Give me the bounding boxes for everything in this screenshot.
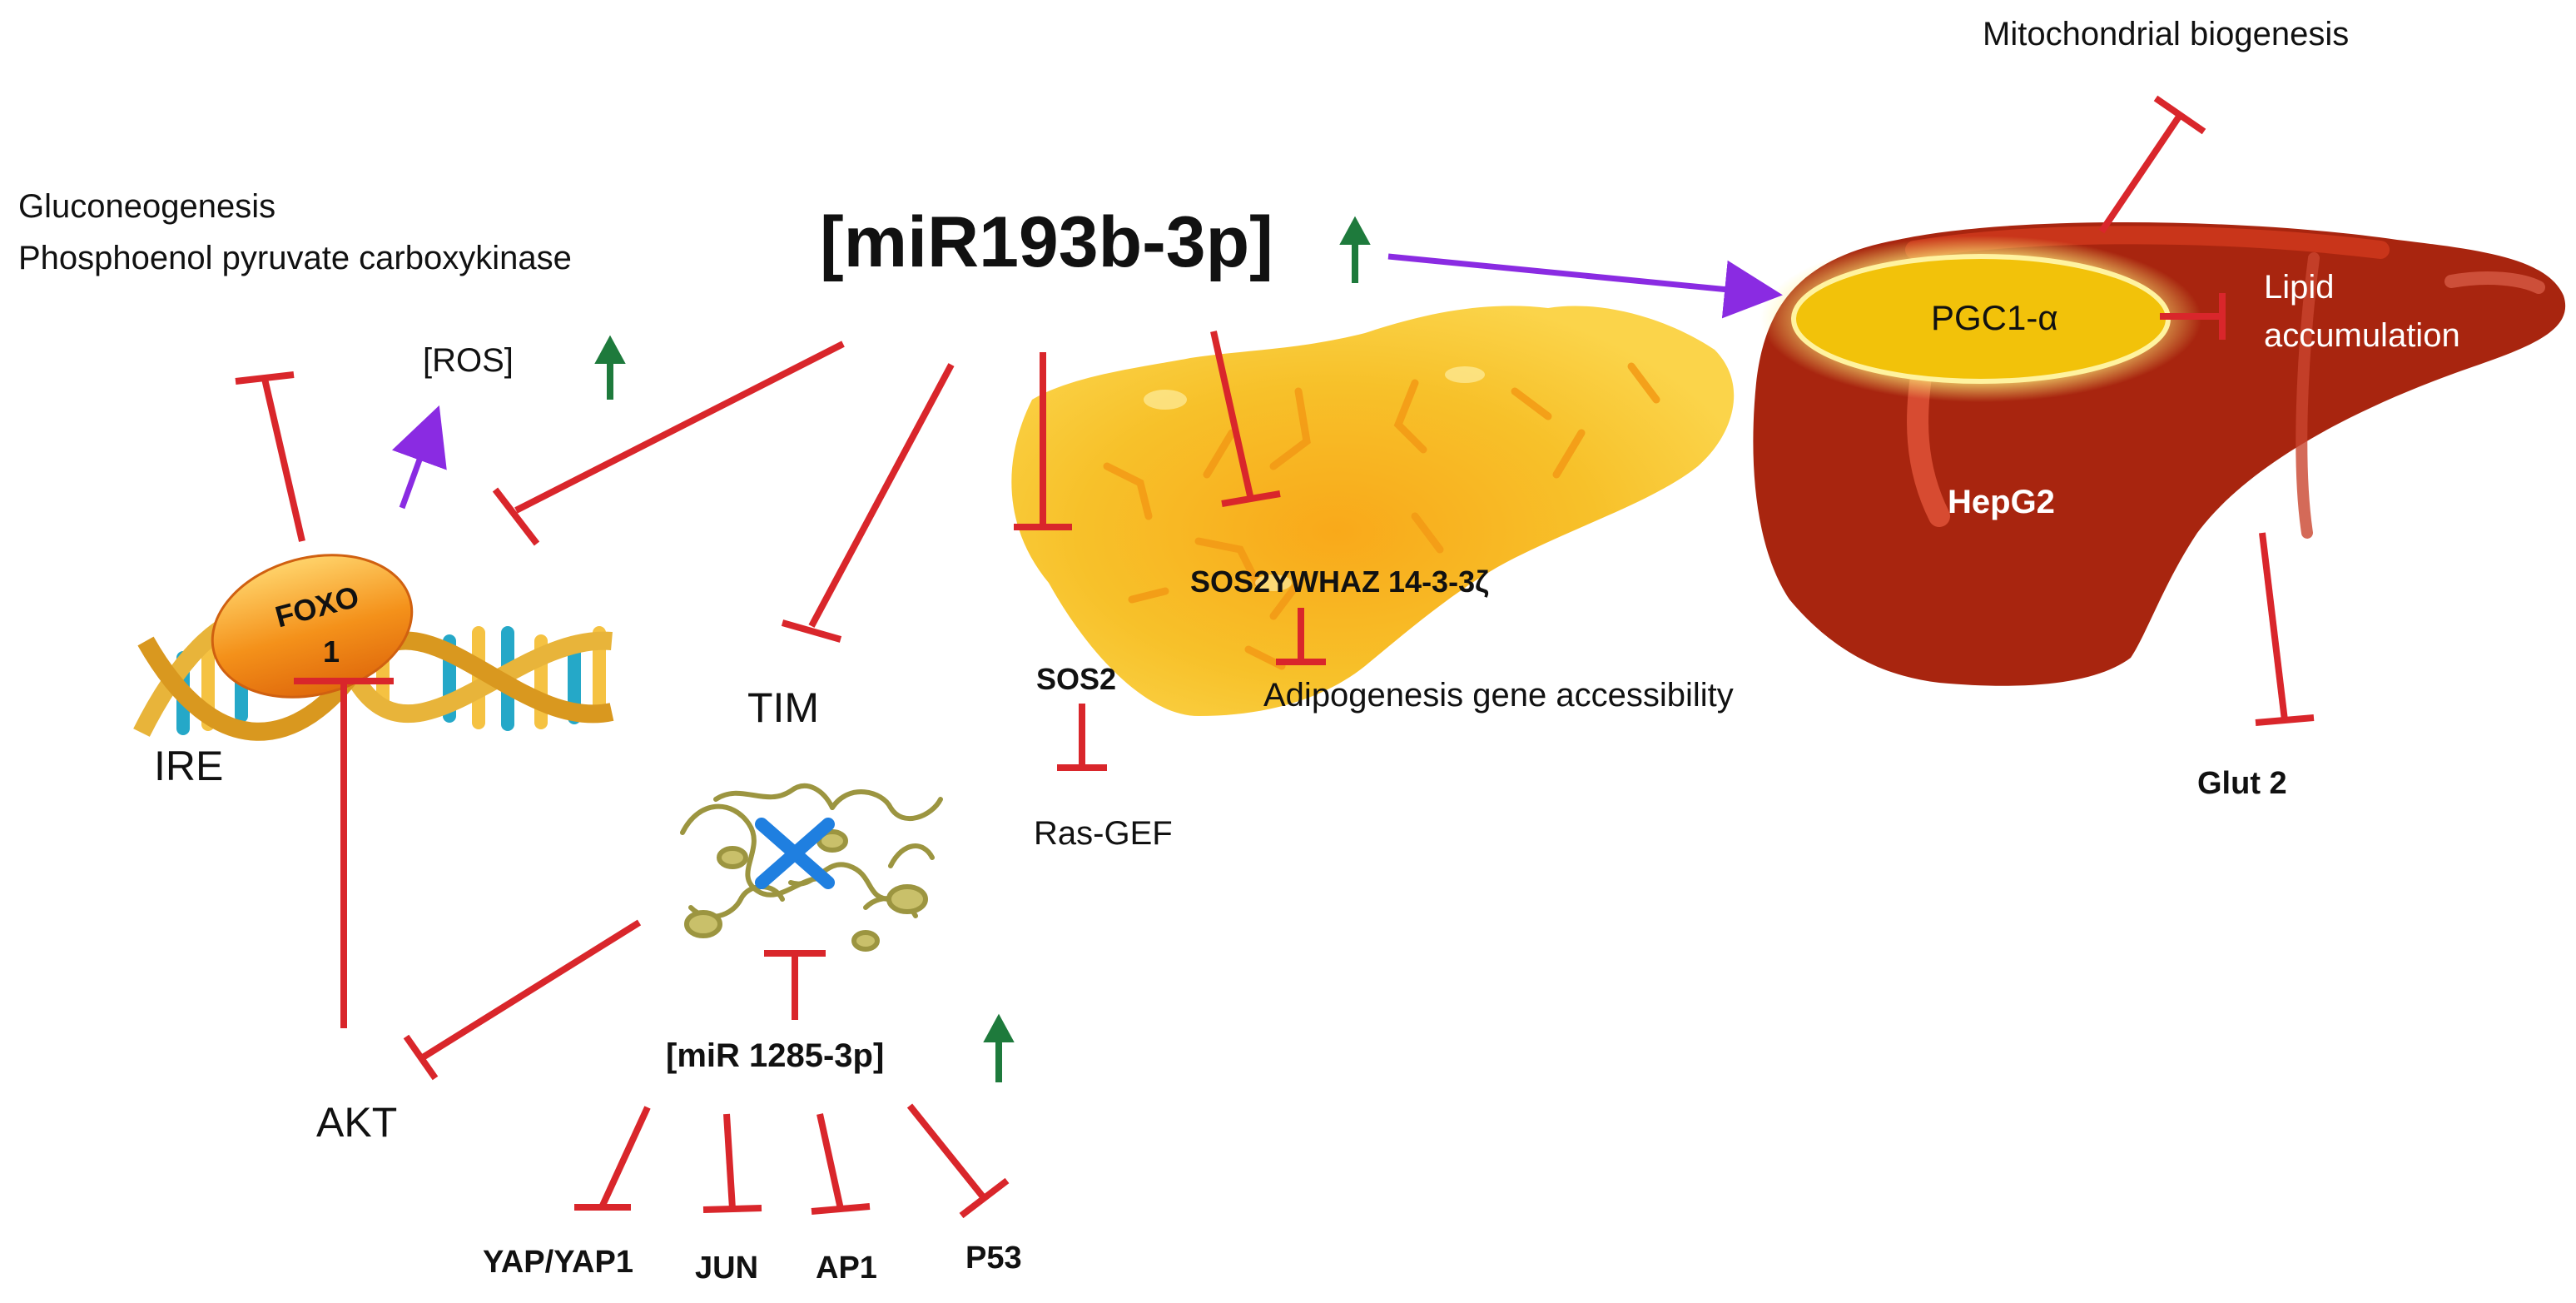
inhibition-bar-icon	[598, 1106, 651, 1209]
inhibition-bar-icon	[808, 363, 955, 628]
activation-arrow-icon	[1387, 253, 1783, 319]
accumulation-label: accumulation	[2264, 317, 2460, 354]
inhibition-bar-icon	[1221, 490, 1281, 507]
foxo1-node	[211, 554, 414, 699]
inhibition-bar-icon	[261, 378, 305, 542]
inhibition-bar-icon	[781, 619, 842, 643]
inhibition-bar-icon	[235, 371, 295, 385]
inhibition-bar-icon	[2098, 114, 2182, 234]
sos2-label: SOS2	[1036, 662, 1117, 696]
up-arrow-icon	[1339, 216, 1371, 245]
akt-label: AKT	[316, 1099, 398, 1146]
lipid-label: Lipid	[2264, 269, 2335, 306]
p53-label: P53	[965, 1241, 1022, 1276]
tim-label: TIM	[747, 684, 820, 731]
pepck-label: Phosphoenol pyruvate carboxykinase	[18, 240, 572, 276]
pgc1-alpha-label: PGC1-α	[1931, 298, 2058, 337]
inhibition-bar-icon	[723, 1113, 736, 1210]
pancreas-icon	[1011, 306, 1735, 716]
inhibition-bar-icon	[2153, 95, 2206, 135]
ap1-label: AP1	[816, 1251, 877, 1286]
jun-label: JUN	[695, 1251, 759, 1286]
inhibition-bar-icon	[811, 1203, 871, 1215]
inhibition-bar-icon	[959, 1177, 1010, 1219]
inhibition-bar-icon	[403, 1034, 439, 1081]
glut2-label: Glut 2	[2197, 766, 2287, 801]
foxo1-number-label: 1	[323, 634, 340, 669]
up-arrow-icon	[594, 335, 626, 364]
mitochondrial-biogenesis-label: Mitochondrial biogenesis	[1983, 16, 2350, 52]
inhibition-bar-icon	[2259, 532, 2288, 721]
up-arrow-icon	[983, 1013, 1015, 1042]
mir193b-3p-label: [miR193b-3p]	[820, 202, 1273, 282]
cross-icon	[755, 818, 835, 889]
adipogenesis-label: Adipogenesis gene accessibility	[1263, 677, 1734, 714]
inhibition-bar-icon	[2255, 714, 2315, 726]
ros-label: [ROS]	[423, 342, 514, 379]
hepg2-label: HepG2	[1948, 484, 2055, 520]
inhibition-bar-icon	[1210, 331, 1254, 500]
inhibition-bar-icon	[816, 1113, 844, 1210]
inhibition-bar-icon	[702, 1205, 762, 1213]
ire-label: IRE	[154, 743, 224, 789]
ras-gef-label: Ras-GEF	[1034, 815, 1173, 852]
inhibition-bar-icon	[420, 919, 642, 1061]
inhibition-bar-icon	[906, 1103, 988, 1201]
inhibition-bar-icon	[492, 487, 540, 546]
pgc1-alpha-node	[1760, 236, 2201, 402]
inhibition-bar-icon	[514, 341, 845, 514]
protein-structure-icon	[680, 783, 943, 952]
yap-yap1-label: YAP/YAP1	[483, 1245, 633, 1280]
mir1285-3p-label: [miR 1285-3p]	[666, 1037, 885, 1074]
gluconeogenesis-label: Gluconeogenesis	[18, 188, 276, 225]
sos2ywhaz-label: SOS2YWHAZ 14-3-3ζ	[1190, 564, 1489, 599]
activation-arrow-icon	[391, 405, 447, 510]
